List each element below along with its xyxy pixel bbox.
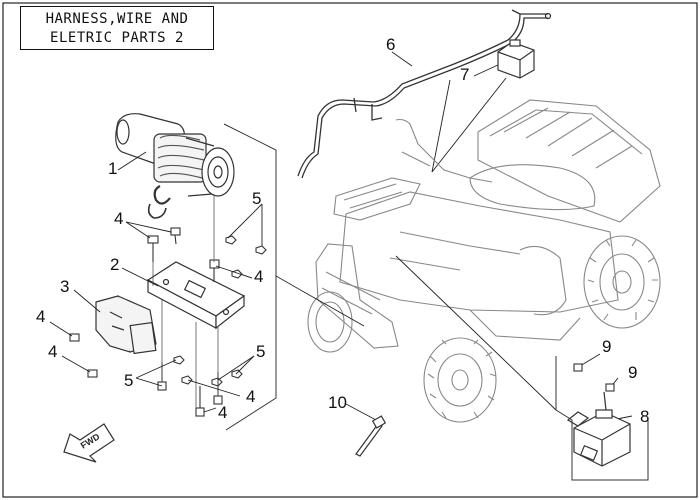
relay xyxy=(497,39,535,79)
wire-harness xyxy=(297,9,552,179)
fwd-arrow: FWD xyxy=(63,423,115,463)
callout-7: 7 xyxy=(460,65,470,84)
cable-tie xyxy=(355,415,387,457)
callout-4: 4 xyxy=(246,387,256,406)
bolt xyxy=(170,227,181,245)
callout-4: 4 xyxy=(36,307,46,326)
callout-2: 2 xyxy=(110,255,120,274)
callout-3: 3 xyxy=(60,277,70,296)
relay-leader-2 xyxy=(431,79,451,173)
callout-6: 6 xyxy=(386,35,396,54)
callout-5: 5 xyxy=(252,189,262,208)
nut xyxy=(225,235,237,245)
leader-lines xyxy=(49,51,633,421)
title-line-1: HARNESS,WIRE AND xyxy=(45,11,189,27)
title-line-2: ELETRIC PARTS 2 xyxy=(50,30,184,46)
callout-1: 1 xyxy=(108,159,118,178)
bolt xyxy=(69,333,80,342)
fairlead-bracket xyxy=(95,295,157,355)
nut xyxy=(181,375,193,385)
winch-mount-plate xyxy=(146,261,246,330)
nut xyxy=(255,245,267,255)
callout-5: 5 xyxy=(124,371,134,390)
callout-5: 5 xyxy=(256,342,266,361)
callout-9: 9 xyxy=(628,363,638,382)
control-box xyxy=(566,391,631,467)
nut xyxy=(231,369,243,379)
title-box: HARNESS,WIRE AND ELETRIC PARTS 2 xyxy=(20,6,214,50)
bolt xyxy=(195,386,205,417)
winch xyxy=(115,113,235,219)
callout-4: 4 xyxy=(114,209,124,228)
control-box-bracket-frame xyxy=(555,356,649,481)
callout-4: 4 xyxy=(218,403,228,422)
bolt xyxy=(209,259,220,282)
screws xyxy=(573,363,615,392)
assembly-guide-lines xyxy=(152,194,219,408)
bolt xyxy=(87,369,98,378)
callout-9: 9 xyxy=(602,337,612,356)
callout-4: 4 xyxy=(254,267,264,286)
nut xyxy=(211,377,223,387)
callout-4: 4 xyxy=(48,342,58,361)
assembly-bracket-frame xyxy=(223,123,305,431)
relay-leader xyxy=(431,77,507,173)
bolt xyxy=(147,235,159,262)
callout-10: 10 xyxy=(328,393,347,412)
atv-vehicle xyxy=(307,99,661,423)
callout-8: 8 xyxy=(640,407,650,426)
